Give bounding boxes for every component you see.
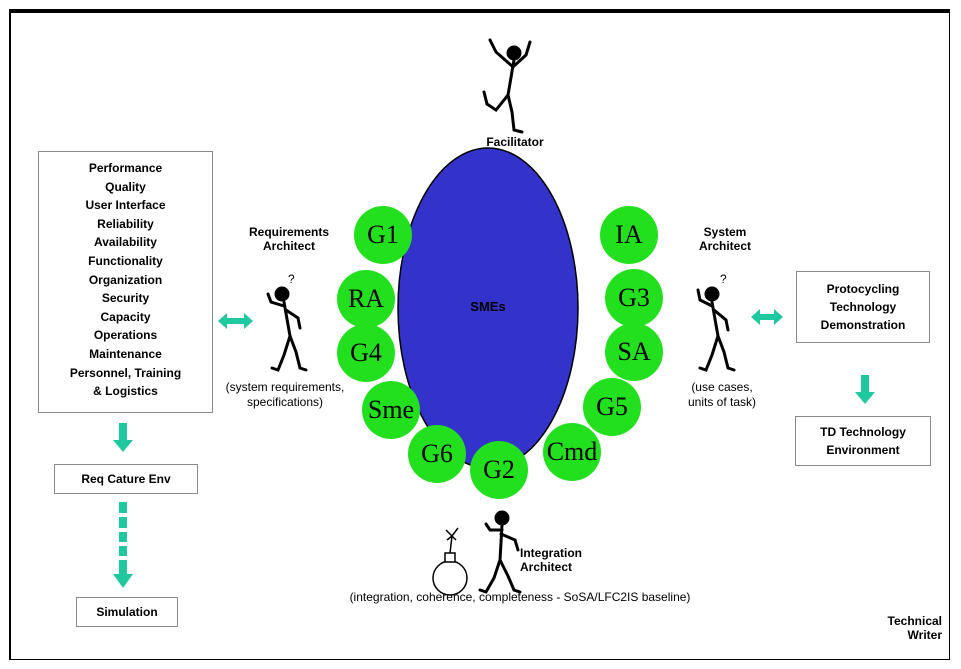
group-g2: G2 (470, 441, 528, 499)
group-ia: IA (600, 206, 658, 264)
integration-architect-note: (integration, coherence, completeness - … (349, 590, 691, 604)
attribute-item: Performance (88, 161, 163, 175)
requirements-architect-note: (system requirements, specifications) (210, 380, 360, 410)
right-double-arrow (751, 309, 783, 325)
requirements-architect-line2: Architect (262, 239, 315, 253)
attribute-item: & Logistics (93, 384, 158, 399)
integration-architect-line1: Integration (520, 546, 582, 560)
simulation-box: Simulation (76, 597, 178, 627)
req-capture-env-box: Req Cature Env (54, 464, 198, 494)
dashed-arrow-simulation (113, 502, 133, 588)
attribute-item: Reliability (97, 216, 154, 231)
facilitator-figure (482, 38, 532, 134)
group-g1: G1 (354, 206, 412, 264)
svg-text:?: ? (288, 272, 295, 286)
attribute-item: Quality (105, 179, 146, 194)
down-arrow-attributes (113, 423, 133, 452)
attribute-item: User Interface (85, 198, 166, 213)
attribute-item: Maintenance (89, 346, 162, 361)
td-technology-line1: TD Technology (820, 425, 906, 439)
attribute-item: Capacity (100, 309, 151, 324)
requirements-architect-note2: specifications) (246, 395, 324, 409)
svg-text:?: ? (720, 272, 727, 286)
attribute-item: Personnel, Training (69, 365, 182, 380)
group-ra: RA (337, 270, 395, 328)
protocycling-line3: Demonstration (820, 318, 906, 332)
integration-architect-line2: Architect (520, 560, 573, 574)
attribute-item: Availability (94, 235, 157, 250)
attribute-item: Functionality (88, 253, 163, 268)
integration-architect-label: Integration Architect (520, 546, 610, 574)
attribute-item: Operations (93, 328, 158, 343)
system-architect-label: System Architect (685, 225, 765, 253)
requirements-architect-figure: ? (266, 272, 308, 372)
group-g6: G6 (408, 425, 466, 483)
protocycling-line2: Technology (829, 300, 897, 314)
group-g4: G4 (337, 324, 395, 382)
group-cmd: Cmd (543, 423, 601, 481)
technical-writer-line1: Technical (887, 614, 942, 628)
group-g3: G3 (605, 269, 663, 327)
left-double-arrow (218, 313, 253, 329)
technical-writer-label: Technical Writer (862, 614, 942, 642)
smes-label: SMEs (470, 299, 506, 314)
requirements-architect-label: Requirements Architect (234, 225, 344, 253)
system-architect-note2: units of task) (687, 395, 757, 409)
system-architect-note: (use cases, units of task) (672, 380, 772, 410)
protocycling-line1: Protocycling (826, 282, 900, 296)
system-architect-line1: System (703, 225, 747, 239)
requirements-architect-note1: (system requirements, (225, 380, 345, 394)
group-sa: SA (605, 323, 663, 381)
attribute-item: Security (101, 291, 150, 306)
facilitator-label: Facilitator (486, 135, 544, 149)
integration-architect-figure (478, 510, 522, 594)
quality-attributes-box: Performance Quality User Interface Relia… (38, 151, 213, 413)
system-architect-note1: (use cases, (691, 380, 753, 394)
technical-writer-line2: Writer (907, 628, 942, 642)
group-sme: Sme (362, 381, 420, 439)
system-architect-line2: Architect (698, 239, 751, 253)
down-arrow-td (855, 375, 875, 404)
td-technology-line2: Environment (826, 443, 900, 457)
group-g5: G5 (583, 378, 641, 436)
bomb-icon (432, 527, 468, 596)
protocycling-box: Protocycling Technology Demonstration (796, 271, 930, 343)
requirements-architect-line1: Requirements (248, 225, 330, 239)
td-technology-box: TD Technology Environment (795, 416, 931, 466)
attribute-item: Organization (88, 272, 163, 287)
system-architect-figure: ? (696, 272, 736, 372)
